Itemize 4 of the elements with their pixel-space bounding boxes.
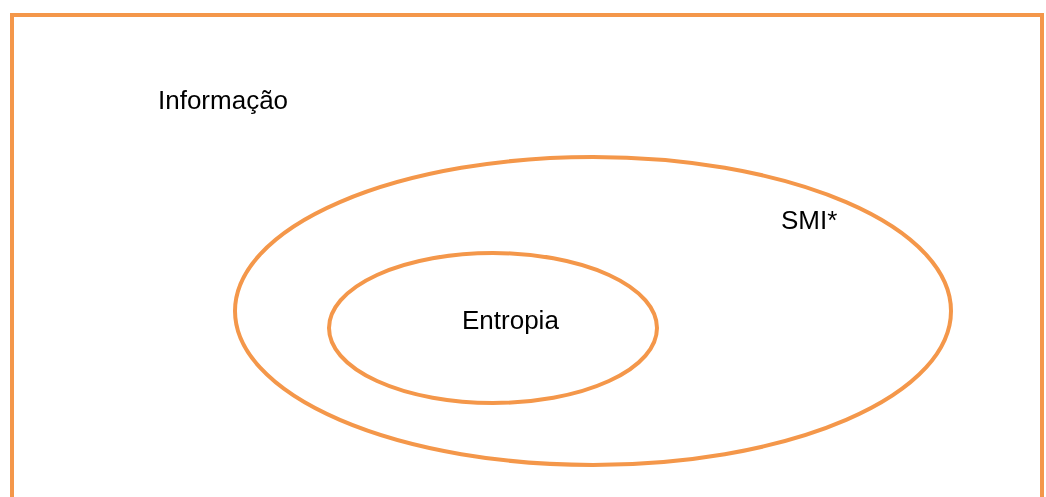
frame-box [10, 13, 1044, 497]
node-label: Informação [158, 85, 289, 115]
node-label: SMI* [781, 205, 838, 235]
node-label: Entropia [462, 305, 559, 335]
